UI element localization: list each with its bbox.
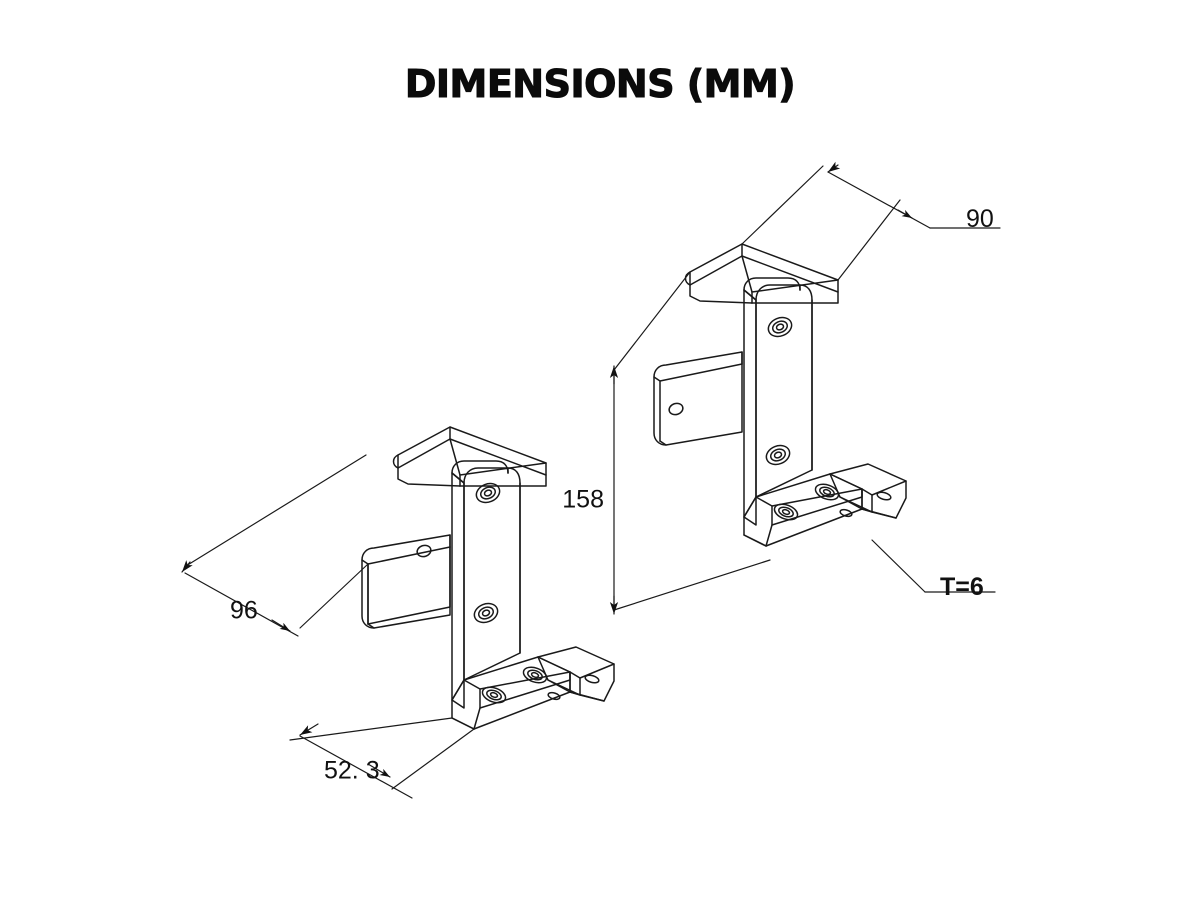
dim-523-arrow-end bbox=[367, 763, 391, 778]
dim-158-extension-top bbox=[613, 271, 691, 371]
dim-96-arrow-start bbox=[181, 560, 193, 573]
dim-96-extension-lower bbox=[299, 563, 369, 629]
dim-90-line bbox=[827, 171, 931, 229]
left-plate-countersunk-hole-lower bbox=[473, 602, 499, 624]
dim-90-extension-right bbox=[837, 199, 901, 281]
dim-523-arrow-start bbox=[299, 723, 319, 736]
dim-90-arrow-end bbox=[897, 209, 913, 219]
dim-523-line bbox=[299, 735, 413, 799]
right-bracket-view bbox=[653, 243, 907, 547]
right-vertical-plate bbox=[743, 277, 813, 526]
right-base-countersunk-hole-left bbox=[773, 503, 799, 521]
right-plate-countersunk-hole-lower bbox=[765, 444, 791, 466]
dim-523-extension-right bbox=[391, 728, 475, 790]
left-angled-flange bbox=[537, 646, 615, 702]
left-vertical-plate bbox=[451, 460, 521, 709]
right-base-countersunk-hole-right bbox=[814, 483, 840, 501]
dimension-52-3 bbox=[289, 717, 475, 799]
dimension-label-90: 90 bbox=[966, 205, 994, 233]
t6-leader-line bbox=[871, 539, 926, 593]
left-bracket-view bbox=[361, 426, 615, 730]
right-top-plate bbox=[684, 243, 839, 304]
right-rounded-tab bbox=[653, 351, 743, 446]
left-top-plate bbox=[392, 426, 547, 487]
left-plate-countersunk-hole-upper bbox=[475, 482, 501, 504]
right-inner-corner-edge bbox=[743, 496, 757, 518]
dimension-90 bbox=[741, 161, 1001, 281]
right-angled-flange bbox=[829, 463, 907, 519]
dim-158-extension-bottom bbox=[613, 559, 771, 611]
annotation-t6 bbox=[871, 539, 996, 593]
dim-96-arrow-end bbox=[271, 619, 291, 632]
dimension-96 bbox=[181, 454, 369, 637]
dim-90-arrow-start bbox=[827, 161, 841, 173]
page-title: DIMENSIONS (MM) bbox=[404, 61, 796, 106]
dimension-158 bbox=[609, 271, 771, 615]
annotation-label-t6: T=6 bbox=[940, 573, 984, 601]
left-rounded-tab bbox=[361, 534, 451, 629]
dim-96-extension-upper bbox=[185, 454, 367, 567]
left-base-countersunk-hole-right bbox=[522, 666, 548, 684]
dimension-label-158: 158 bbox=[562, 486, 604, 514]
dimension-label-96: 96 bbox=[230, 597, 258, 625]
right-plate-countersunk-hole-upper bbox=[767, 316, 793, 338]
left-base-countersunk-hole-left bbox=[481, 686, 507, 704]
dim-523-extension-left bbox=[289, 717, 453, 741]
dimension-label-52-3: 52. 3 bbox=[324, 757, 380, 785]
dim-96-line bbox=[184, 572, 299, 637]
left-inner-corner-edge bbox=[451, 679, 465, 701]
dim-90-extension-left bbox=[741, 165, 824, 245]
